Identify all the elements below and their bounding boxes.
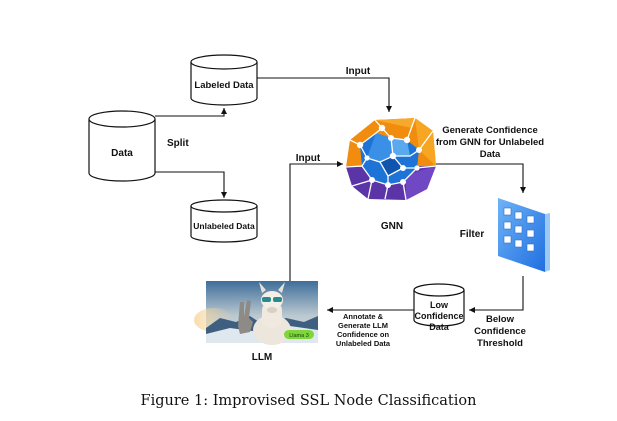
filter-icon — [498, 198, 550, 272]
svg-text:Confidence: Confidence — [474, 326, 526, 337]
split-to-unlabeled-arrow — [155, 171, 227, 198]
llm-label: LLM — [252, 352, 273, 363]
llama3-badge-text: Llama 3 — [289, 333, 309, 339]
unlabeled-data-cylinder: Unlabeled Data — [190, 199, 258, 243]
svg-text:Generate Confidence: Generate Confidence — [442, 125, 538, 136]
annotate-label: Annotate & Generate LLM Confidence on Un… — [336, 312, 391, 348]
gnn-to-filter-arrow — [436, 163, 526, 193]
split-label: Split — [167, 138, 189, 149]
labeled-to-gnn-arrow — [257, 77, 392, 112]
svg-text:Confidence: Confidence — [414, 311, 463, 321]
gnn-nodes — [356, 124, 422, 188]
labeled-data-cylinder: Labeled Data — [190, 54, 258, 106]
input-top-label: Input — [346, 66, 371, 77]
svg-text:Threshold: Threshold — [477, 338, 523, 349]
svg-text:Data: Data — [480, 149, 501, 160]
gnn-label: GNN — [381, 221, 403, 232]
unlabeled-data-label: Unlabeled Data — [193, 221, 255, 231]
generate-confidence-label: Generate Confidence from GNN for Unlabel… — [436, 125, 544, 160]
svg-text:Data: Data — [429, 322, 450, 332]
input-left-label: Input — [296, 153, 321, 164]
svg-text:Annotate &: Annotate & — [343, 312, 384, 321]
gnn-icon — [345, 117, 437, 201]
split-to-labeled-arrow — [155, 108, 227, 117]
svg-text:Unlabeled Data: Unlabeled Data — [336, 339, 391, 348]
svg-text:from GNN for Unlabeled: from GNN for Unlabeled — [436, 137, 544, 148]
llm-to-gnn-arrow — [289, 161, 343, 281]
data-label: Data — [111, 148, 133, 159]
labeled-data-label: Labeled Data — [194, 80, 254, 91]
llama-figure — [238, 282, 291, 345]
filter-to-lowconf-arrow — [469, 276, 524, 313]
svg-text:Below: Below — [486, 314, 515, 325]
below-threshold-label: Below Confidence Threshold — [474, 314, 526, 349]
llama3-badge — [284, 330, 314, 339]
filter-label: Filter — [460, 229, 485, 240]
data-cylinder: Data — [88, 110, 156, 182]
llm-image: Llama 3 — [194, 281, 318, 345]
svg-text:Generate LLM: Generate LLM — [338, 321, 388, 330]
svg-text:Confidence on: Confidence on — [337, 330, 390, 339]
figure-caption: Figure 1: Improvised SSL Node Classifica… — [140, 393, 477, 409]
svg-text:Low: Low — [430, 300, 449, 310]
low-confidence-cylinder: Low Confidence Data — [413, 283, 465, 332]
